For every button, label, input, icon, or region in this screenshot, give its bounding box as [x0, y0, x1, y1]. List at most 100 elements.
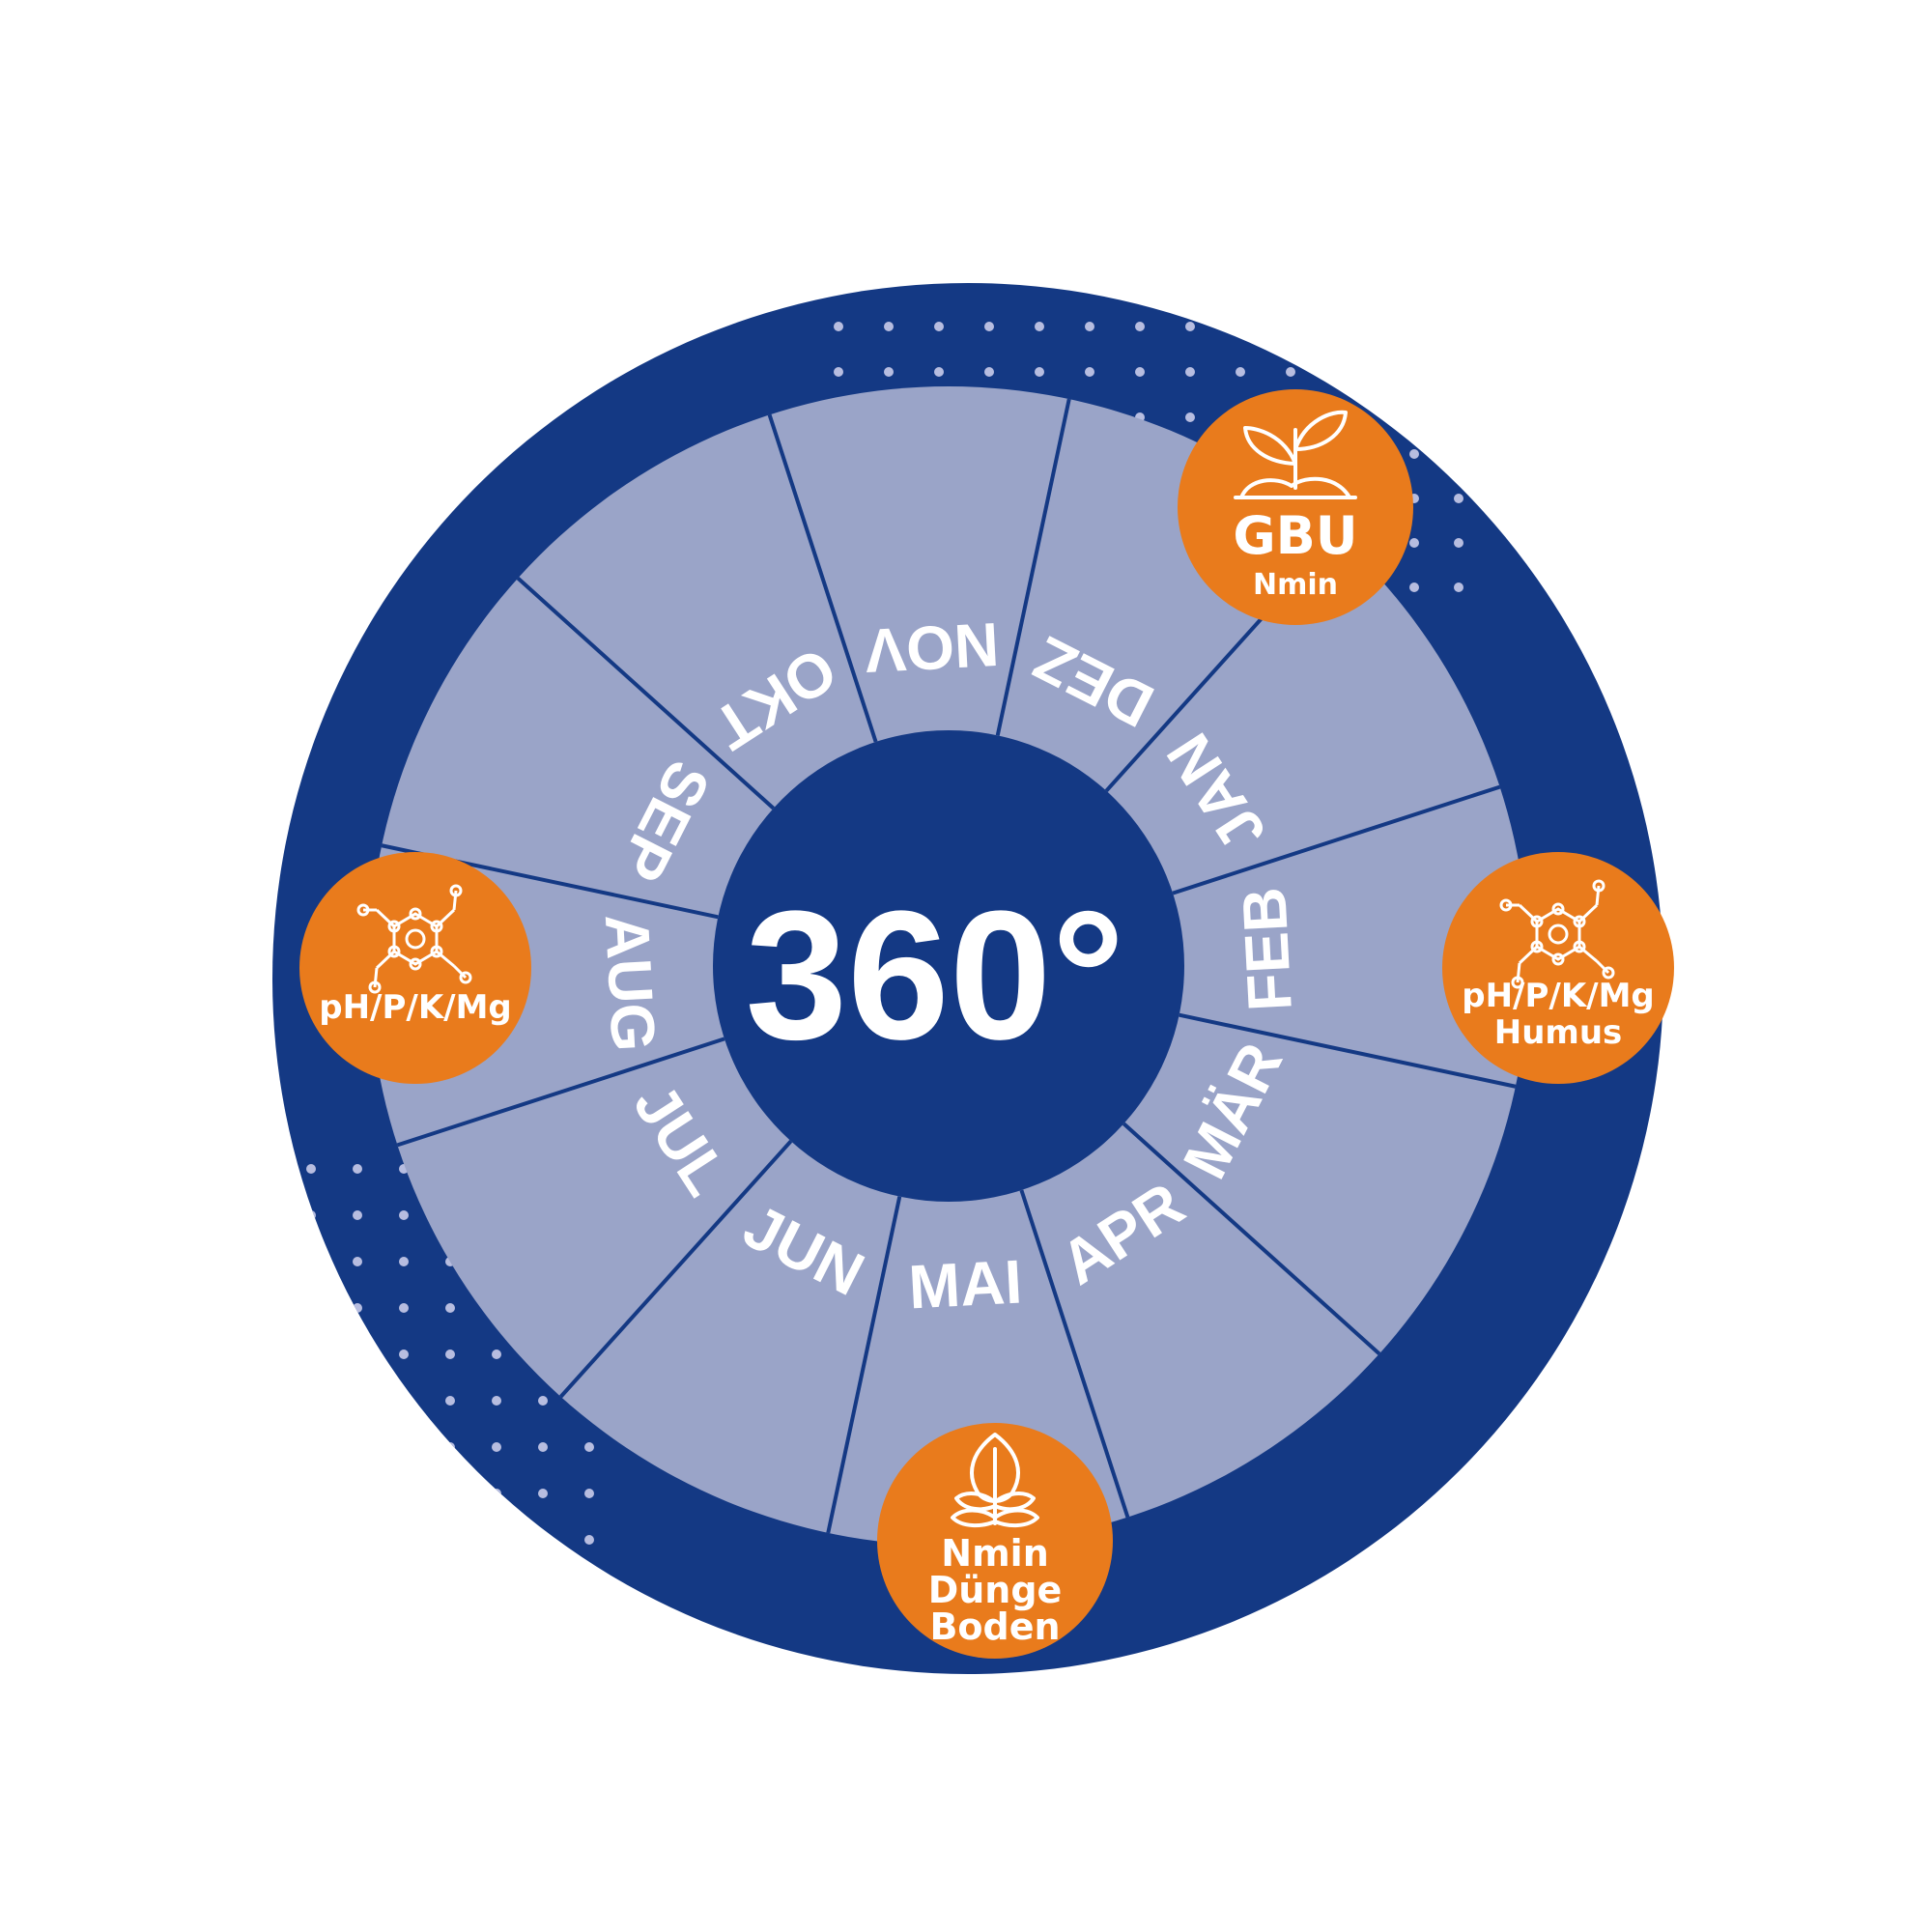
dot	[538, 1535, 548, 1545]
segment-divider	[767, 413, 878, 743]
badge-circle	[1442, 852, 1674, 1084]
dot	[399, 1628, 409, 1637]
dot	[306, 1210, 316, 1220]
dot	[399, 1396, 409, 1406]
dot	[445, 1628, 455, 1637]
segment-divider	[1122, 1122, 1381, 1355]
dot	[538, 1628, 548, 1637]
dot	[399, 1257, 409, 1266]
dot	[306, 1164, 316, 1174]
month-label-nov: NOV	[863, 610, 1001, 686]
dot	[584, 1674, 594, 1684]
dot	[1185, 322, 1195, 331]
dot	[353, 1674, 362, 1684]
dot	[1386, 367, 1396, 377]
badge-line-2: Dünge	[928, 1569, 1063, 1611]
dot	[1409, 449, 1419, 459]
dot	[445, 1489, 455, 1498]
dot	[353, 1628, 362, 1637]
dot	[1386, 412, 1396, 422]
dot	[1286, 322, 1295, 331]
dot	[353, 1720, 362, 1730]
dot	[353, 1489, 362, 1498]
dot	[1035, 367, 1044, 377]
badge-line-1: pH/P/K/Mg	[319, 988, 511, 1027]
badge-line-1: Nmin	[941, 1532, 1048, 1575]
badge-line-2: Nmin	[1253, 568, 1338, 602]
dot	[492, 1720, 501, 1730]
badge-ph-p-k-mg[interactable]: pH/P/K/Mg	[299, 852, 531, 1084]
dot	[584, 1489, 594, 1498]
badge-ph-p-k-mg-humus[interactable]: pH/P/K/Mg Humus	[1442, 852, 1674, 1084]
segment-divider	[995, 398, 1071, 736]
dot	[306, 1674, 316, 1684]
dot	[306, 1489, 316, 1498]
molecule-icon	[356, 884, 472, 994]
dot	[984, 322, 994, 331]
dot	[1085, 322, 1094, 331]
dot	[399, 1489, 409, 1498]
dot	[353, 1350, 362, 1359]
dot	[306, 1535, 316, 1545]
dot	[353, 1535, 362, 1545]
dot	[306, 1442, 316, 1452]
dot	[538, 1396, 548, 1406]
dot	[492, 1489, 501, 1498]
badge-gbu-nmin[interactable]: GBU Nmin	[1178, 389, 1413, 625]
dot	[1386, 322, 1396, 331]
segment-divider	[1172, 784, 1501, 895]
dot	[1236, 367, 1245, 377]
dot	[834, 367, 843, 377]
dot	[884, 322, 894, 331]
dot	[538, 1720, 548, 1730]
dot	[1135, 367, 1145, 377]
dot	[353, 1164, 362, 1174]
month-label-feb: FEB	[1229, 886, 1305, 1013]
dot	[538, 1489, 548, 1498]
dot	[834, 322, 843, 331]
dot	[306, 1581, 316, 1591]
dot	[984, 367, 994, 377]
dot	[1436, 367, 1446, 377]
dot	[492, 1628, 501, 1637]
center-label: 360°	[746, 873, 1125, 1078]
dot	[445, 1535, 455, 1545]
dot	[492, 1350, 501, 1359]
dot	[445, 1303, 455, 1313]
badge-nmin-duenge-boden[interactable]: Nmin Dünge Boden	[877, 1423, 1113, 1659]
dot	[353, 1396, 362, 1406]
center-disc	[713, 730, 1184, 1202]
dot	[492, 1674, 501, 1684]
badge-line-2: Humus	[1494, 1013, 1623, 1052]
badge-circle	[1178, 389, 1413, 625]
dot	[492, 1581, 501, 1591]
dot	[445, 1350, 455, 1359]
dot	[492, 1535, 501, 1545]
dot	[306, 1720, 316, 1730]
dot	[584, 1720, 594, 1730]
dot	[399, 1581, 409, 1591]
month-label-aug: AUG	[592, 912, 668, 1053]
dot	[538, 1442, 548, 1452]
dot	[399, 1674, 409, 1684]
dot	[1436, 322, 1446, 331]
dot	[306, 1396, 316, 1406]
dot	[934, 322, 944, 331]
dot	[353, 1442, 362, 1452]
segment-divider	[826, 1196, 902, 1534]
dot	[399, 1535, 409, 1545]
dot	[1185, 412, 1195, 422]
dot	[1286, 367, 1295, 377]
dot	[399, 1720, 409, 1730]
segment-divider	[1179, 1012, 1517, 1089]
dot	[584, 1581, 594, 1591]
dot	[399, 1442, 409, 1452]
dot	[445, 1720, 455, 1730]
dot	[306, 1350, 316, 1359]
dot	[1454, 582, 1463, 592]
dot	[1336, 367, 1346, 377]
badge-circle	[877, 1423, 1113, 1659]
dot	[1236, 322, 1245, 331]
dot	[1436, 412, 1446, 422]
dot	[584, 1535, 594, 1545]
